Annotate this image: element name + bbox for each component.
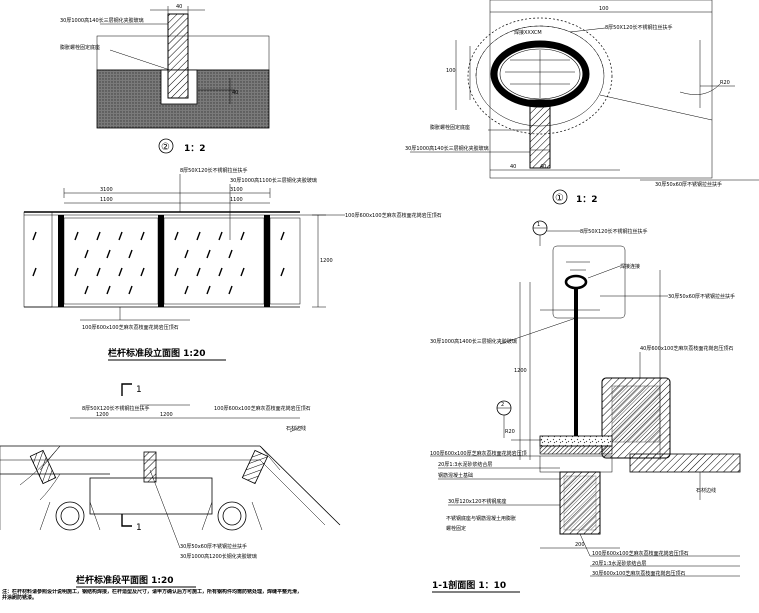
pl-note: 注：栏杆材料请参照设计说明施工，钢结构焊接，栏杆造型及尺寸，请甲方确认后方可施工…	[2, 589, 302, 601]
svg-text:1200: 1200	[320, 258, 333, 264]
d2-view-num: ②	[161, 142, 170, 153]
el-glass-1	[63, 217, 159, 305]
pl-section-mark-bottom	[121, 514, 132, 527]
svg-text:1200: 1200	[96, 412, 109, 418]
svg-text:1200: 1200	[514, 368, 527, 374]
s-rail-tube	[564, 274, 588, 290]
svg-text:3100: 3100	[230, 187, 243, 193]
s-paving	[629, 453, 741, 473]
svg-text:40: 40	[510, 164, 516, 170]
el-label-glass: 30厚1000高1100长三层钢化夹胶玻璃	[230, 177, 317, 184]
d2-dim-40: 40	[176, 4, 182, 10]
pl-label-edge: 石材边线	[286, 425, 306, 432]
s-label-steel: 30厚50x60厚不锈钢拉丝扶手	[668, 293, 735, 300]
svg-text:3100: 3100	[100, 187, 113, 193]
s-label-base3: 螺栓固定	[446, 525, 466, 532]
d1-post	[529, 99, 551, 169]
el-post-2	[158, 215, 164, 307]
d2-view-circle	[158, 138, 174, 154]
pl-post-left	[29, 449, 57, 485]
svg-text:2: 2	[501, 402, 504, 408]
s-label-b1: 100厚600x100芝麻灰荔枝面花岗岩压顶石	[592, 550, 689, 557]
d1-label-base: 膨胀螺栓固定底座	[430, 124, 470, 131]
s-label-rail: 8厚50X120长不锈钢拉丝扶手	[580, 228, 648, 235]
d1-frame	[489, 0, 713, 179]
d2-label-glass: 30厚1000高140长三层钢化夹胶玻璃	[60, 17, 144, 24]
svg-text:1: 1	[537, 222, 540, 228]
s-label-base2: 不锈钢底座与钢筋混凝土用膨胀	[446, 515, 516, 522]
pl-label-base: 30厚1000高1200长钢化夹胶玻璃	[180, 553, 257, 560]
pl-column-right	[217, 501, 247, 531]
s-title: 1-1剖面图 1：10	[432, 579, 506, 591]
svg-text:100: 100	[599, 6, 609, 12]
s-label-l3: 钢筋混凝土基础	[438, 472, 473, 479]
svg-text:1100: 1100	[100, 197, 113, 203]
s-label-b3: 30厚600x100芝麻灰荔枝面花岗岩压顶石	[592, 570, 685, 577]
pl-label-rail: 8厚50X120长不锈钢拉丝扶手	[82, 405, 150, 412]
el-title: 栏杆标准段立面图 1:20	[108, 347, 206, 359]
svg-text:1: 1	[136, 523, 142, 533]
s-label-granite: 40厚600x100芝麻灰荔枝面花岗岩压顶石	[640, 345, 733, 352]
d1-scale: 1：2	[576, 195, 598, 205]
pl-post-right	[241, 449, 269, 485]
s-post	[574, 288, 578, 444]
d2-scale: 1：2	[184, 144, 206, 154]
s-label-base1: 30厚120x120不锈钢底座	[448, 498, 506, 505]
d1-view-num: ①	[555, 193, 564, 204]
s-label-r: R20	[505, 429, 515, 435]
d1-view-circle	[552, 189, 568, 205]
s-label-glass: 30厚1000高1400长三层钢化夹胶玻璃	[430, 338, 517, 345]
d2-label-bolt: 膨胀螺栓固定底座	[60, 44, 100, 51]
svg-text:40: 40	[540, 164, 546, 170]
d1-label-weld: 焊接XXXCM	[514, 29, 542, 36]
s-label-l2: 20厚1:3水泥砂浆结合层	[438, 461, 492, 468]
pl-post-mid	[143, 451, 157, 483]
pl-section-mark-top	[121, 383, 132, 396]
svg-text:1100: 1100	[230, 197, 243, 203]
elevation-view: 3100 3100 1100 1100 8厚50X120长不锈钢拉丝扶手 30厚…	[23, 167, 442, 361]
pl-title: 栏杆标准段平面图 1:20	[76, 574, 174, 586]
s-label-b2: 20厚1:3水泥砂浆结合层	[592, 560, 646, 567]
pl-bench-block	[89, 477, 213, 515]
svg-text:200: 200	[575, 542, 585, 548]
el-post-3	[264, 215, 270, 307]
section-view: 1 8厚50X120长不锈钢拉丝扶手 焊接连接 30厚50x60厚不锈钢拉丝扶手…	[430, 220, 741, 593]
svg-text:1: 1	[136, 385, 142, 395]
s-label-weld: 焊接连接	[620, 263, 640, 270]
d1-label-r: R20	[720, 80, 730, 86]
el-label-rail: 8厚50X120长不锈钢拉丝扶手	[180, 167, 248, 174]
pl-label-stone: 100厚600x100芝麻灰荔枝面花岗岩压顶石	[214, 405, 311, 412]
el-glass-2	[163, 217, 265, 305]
d2-post	[167, 13, 189, 99]
svg-text:40: 40	[232, 90, 238, 96]
svg-text:100: 100	[446, 68, 456, 74]
d1-label-steel: 30厚50x60厚不锈钢拉丝扶手	[655, 181, 722, 188]
detail-1: 100 焊接XXXCM 8厚50X120长不锈钢拉丝扶手 100 R20 膨胀螺…	[405, 0, 759, 205]
svg-text:1200: 1200	[160, 412, 173, 418]
plan-view: 1 1 8厚50X120长不锈钢拉丝扶手 100厚600x100芝麻灰荔枝面花岗…	[0, 383, 341, 601]
svg-text:石材边线: 石材边线	[696, 487, 716, 494]
s-detail-box	[552, 245, 626, 319]
detail-2: 40 40 30厚1000高140长三层钢化夹胶玻璃 膨胀螺栓固定底座 ② 1：…	[60, 4, 270, 154]
pl-label-post: 30厚50x60厚不锈钢拉丝扶手	[180, 543, 247, 550]
el-label-stone: 100厚600x100芝麻灰荔枝面花岗岩压顶石	[345, 212, 442, 219]
d1-label-glass: 30厚1000高140长三层钢化夹胶玻璃	[405, 145, 489, 152]
s-label-l1: 100厚600x100厚芝麻灰荔枝面花岗岩压顶	[430, 450, 527, 457]
pl-column-left	[55, 501, 85, 531]
el-glass-reflections	[32, 231, 285, 295]
el-post-1	[58, 215, 64, 307]
el-label-bottom: 100厚600x100芝麻灰荔枝面花岗岩压顶石	[82, 324, 179, 331]
d1-label-rail: 8厚50X120长不锈钢拉丝扶手	[605, 24, 673, 31]
